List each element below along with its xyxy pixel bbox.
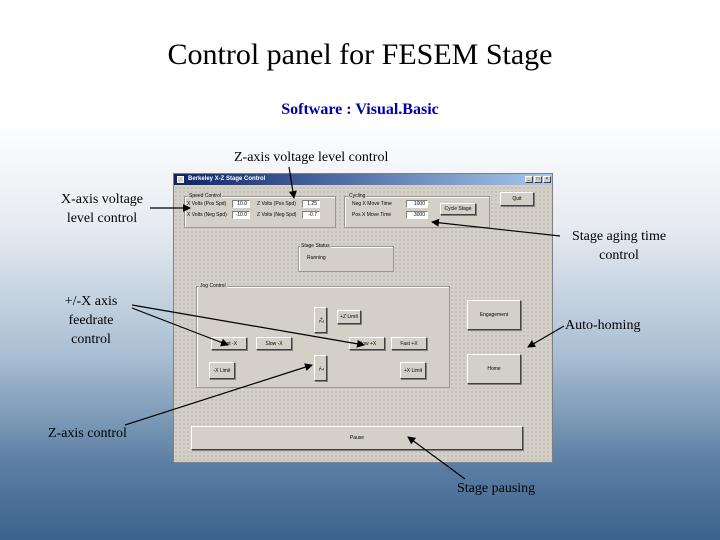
callout-feedrate: +/-X axis feedrate control: [44, 292, 138, 349]
x-volts-neg-input[interactable]: -10.0: [232, 211, 250, 219]
callout-aging-line1: Stage aging time: [571, 229, 667, 244]
z-volts-neg-input[interactable]: -0.7: [302, 211, 320, 219]
callout-aging-line2: control: [599, 248, 639, 263]
speed-control-label: Speed Control: [188, 193, 222, 199]
arrow-pausing: [407, 436, 466, 480]
minus-x-limit-button[interactable]: -X Limit: [209, 362, 235, 379]
fast-plus-x-button[interactable]: Fast +X: [391, 337, 427, 350]
quit-button[interactable]: Quit: [500, 192, 534, 206]
x-volts-pos-label: X Volts (Pos Spd): [187, 201, 227, 207]
jog-control-label: Jog Control: [199, 283, 227, 289]
slow-minus-x-button[interactable]: Slow -X: [256, 337, 292, 350]
pos-move-time-input[interactable]: 3000: [406, 211, 428, 219]
callout-x-voltage: X-axis voltage level control: [44, 190, 160, 228]
plus-z-button-label: +Z: [317, 317, 324, 323]
arrow-z-axis: [124, 363, 313, 426]
slide-subtitle: Software : Visual.Basic: [281, 101, 439, 118]
close-button[interactable]: ×: [543, 176, 551, 183]
x-volts-pos-input[interactable]: 10.0: [232, 200, 250, 208]
arrow-z-voltage: [288, 166, 297, 199]
stage-status-value: Running: [307, 255, 326, 261]
callout-homing: Auto-homing: [565, 318, 641, 333]
plus-z-button[interactable]: +Z: [314, 307, 327, 333]
stage-status-label: Stage Status: [300, 243, 331, 249]
callout-feedrate-line1: +/-X axis: [64, 294, 118, 309]
stage-control-window: Berkeley X-Z Stage Control _ □ × Speed C…: [173, 173, 553, 463]
callout-feedrate-line3: control: [71, 332, 111, 347]
x-volts-neg-label: X Volts (Neg Spd): [187, 212, 227, 218]
slide-title: Control panel for FESEM Stage: [167, 38, 553, 71]
plus-z-limit-button[interactable]: +Z Limit: [337, 310, 361, 324]
pause-button[interactable]: Pause: [191, 426, 523, 450]
pos-move-time-label: Pos X Move Time: [352, 212, 392, 218]
callout-x-voltage-line1: X-axis voltage: [60, 192, 144, 207]
engagement-button[interactable]: Engagement: [467, 300, 521, 330]
stage-status-frame: [298, 246, 394, 272]
arrow-homing: [527, 325, 565, 348]
maximize-button[interactable]: □: [534, 176, 542, 183]
z-volts-pos-label: Z Volts (Pos Spd): [257, 201, 296, 207]
window-title: Berkeley X-Z Stage Control: [188, 176, 266, 182]
minus-z-button-label: -Z: [317, 365, 324, 371]
callout-aging: Stage aging time control: [560, 227, 678, 265]
arrow-feedrate-left: [131, 307, 229, 347]
arrow-feedrate-right: [131, 304, 365, 348]
cycle-stage-button[interactable]: Cycle Stage: [440, 203, 476, 215]
z-volts-neg-label: Z Volts (Neg Spd): [257, 212, 297, 218]
callout-z-voltage: Z-axis voltage level control: [234, 150, 389, 165]
callout-x-voltage-line2: level control: [66, 211, 138, 226]
minus-z-button[interactable]: -Z: [314, 355, 327, 381]
minimize-button[interactable]: _: [525, 176, 533, 183]
plus-x-limit-button[interactable]: +X Limit: [400, 362, 426, 379]
neg-move-time-label: Neg X Move Time: [352, 201, 392, 207]
fast-minus-x-button[interactable]: Fast -X: [211, 337, 247, 350]
callout-feedrate-line2: feedrate: [68, 313, 114, 328]
z-volts-pos-input[interactable]: 1.25: [302, 200, 320, 208]
neg-move-time-input[interactable]: 1000: [406, 200, 428, 208]
cycling-label: Cycling: [348, 193, 367, 199]
window-titlebar: Berkeley X-Z Stage Control _ □ ×: [174, 174, 552, 185]
home-button[interactable]: Home: [467, 354, 521, 384]
callout-pausing: Stage pausing: [457, 481, 536, 496]
app-icon: [177, 176, 184, 183]
arrow-aging: [431, 218, 561, 237]
callout-z-axis: Z-axis control: [48, 426, 127, 441]
